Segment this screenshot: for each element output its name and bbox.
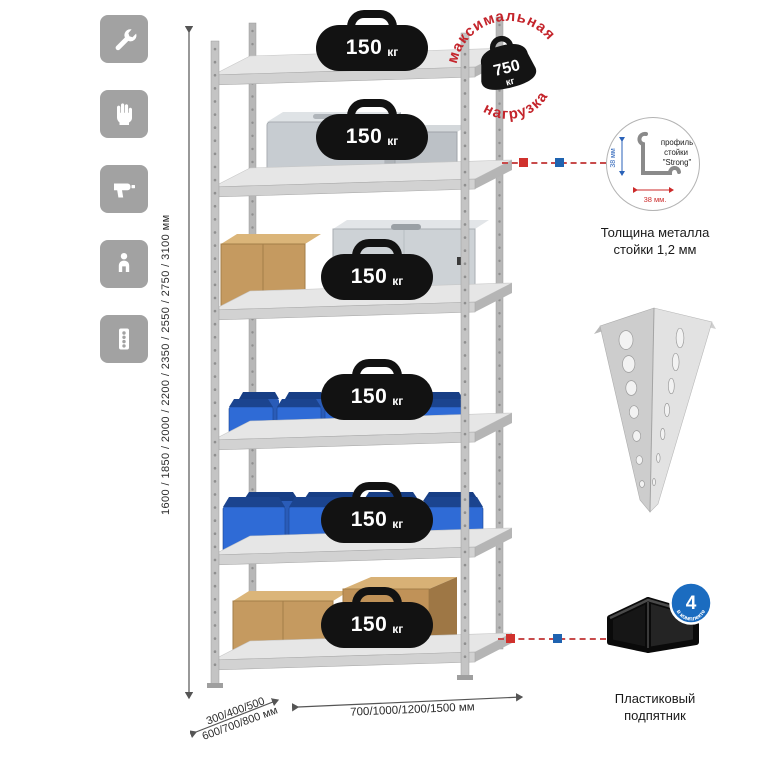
load-value: 150 — [345, 125, 383, 148]
drill-icon — [114, 183, 135, 198]
perforated-profile-icon — [119, 328, 129, 350]
icon-tile-gloves — [100, 90, 148, 138]
connector-line-top — [502, 162, 606, 164]
connector-line-bottom — [498, 638, 606, 640]
height-dimension-label: 1600 / 1850 / 2000 / 2200 / 2350 / 2550 … — [160, 214, 172, 516]
rack-front-posts — [207, 32, 473, 688]
profile-vertical-dim: 38 мм — [610, 148, 617, 168]
load-badge-shelf-6: 150 кг — [321, 602, 433, 648]
stamp-value: 750 — [492, 57, 522, 80]
icon-tile-drill — [100, 165, 148, 213]
profile-detail-circle: 38 мм 38 мм. профиль стойки "Strong" — [606, 117, 700, 211]
profile-label-line3: "Strong" — [663, 158, 692, 167]
shelf-4 — [212, 412, 513, 451]
wrench-icon — [115, 29, 137, 51]
load-unit: кг — [392, 273, 404, 288]
max-load-stamp-graphic: максимальная нагрузка 750 кг — [435, 0, 561, 131]
load-value: 150 — [350, 508, 388, 531]
stamp-arc-bottom-text: нагрузка — [478, 85, 556, 131]
connector-blue-marker-top — [555, 158, 564, 167]
foot-caption-line1: Пластиковый — [614, 691, 696, 706]
stamp-weight-body — [480, 44, 537, 90]
profile-caption: Толщина металла стойки 1,2 мм — [575, 224, 735, 258]
profile-caption-line2: стойки 1,2 мм — [613, 242, 697, 257]
profile-cross-section — [637, 131, 681, 175]
load-badge-shelf-2: 150 кг — [316, 114, 428, 160]
depth-dimension-line — [190, 698, 280, 739]
connector-blue-marker-bottom — [553, 634, 562, 643]
foot-caption-line2: подпятник — [624, 708, 686, 723]
connector-red-marker-top — [519, 158, 528, 167]
post-detail-illustration — [594, 307, 716, 513]
load-badge-shelf-5: 150 кг — [321, 497, 433, 543]
svg-text:нагрузка: нагрузка — [478, 85, 556, 131]
person-icon — [118, 253, 130, 272]
kit-count-badge: 4 в комплекте — [669, 581, 713, 625]
load-value: 150 — [345, 36, 383, 59]
load-value: 150 — [350, 385, 388, 408]
width-dimension-line — [291, 693, 524, 712]
stamp-weight-handle — [489, 35, 514, 51]
profile-label-line1: профиль — [661, 138, 693, 147]
glove-icon — [117, 103, 132, 125]
load-badge-shelf-3: 150 кг — [321, 254, 433, 300]
load-badge-shelf-4: 150 кг — [321, 374, 433, 420]
kit-count-value: 4 — [686, 593, 697, 614]
profile-label-line2: стойки — [664, 148, 688, 157]
load-unit: кг — [392, 516, 404, 531]
bottom-dimension-lines — [190, 693, 524, 739]
load-unit: кг — [387, 44, 399, 59]
load-unit: кг — [392, 621, 404, 636]
connector-red-marker-bottom — [506, 634, 515, 643]
icon-tile-person — [100, 240, 148, 288]
profile-caption-line1: Толщина металла — [600, 225, 710, 240]
load-unit: кг — [392, 393, 404, 408]
profile-horizontal-dim: 38 мм. — [644, 195, 667, 204]
load-badge-shelf-1: 150 кг — [316, 25, 428, 71]
icon-tile-profile — [100, 315, 148, 363]
foot-caption: Пластиковый подпятник — [585, 690, 725, 724]
profile-detail-graphic: 38 мм 38 мм. профиль стойки "Strong" — [610, 131, 693, 204]
stamp-unit: кг — [505, 76, 516, 89]
load-unit: кг — [387, 133, 399, 148]
max-load-stamp: максимальная нагрузка 750 кг — [429, 0, 584, 147]
icon-tile-tools — [100, 15, 148, 63]
height-dimension-line — [184, 26, 194, 700]
load-value: 150 — [350, 613, 388, 636]
load-value: 150 — [350, 265, 388, 288]
